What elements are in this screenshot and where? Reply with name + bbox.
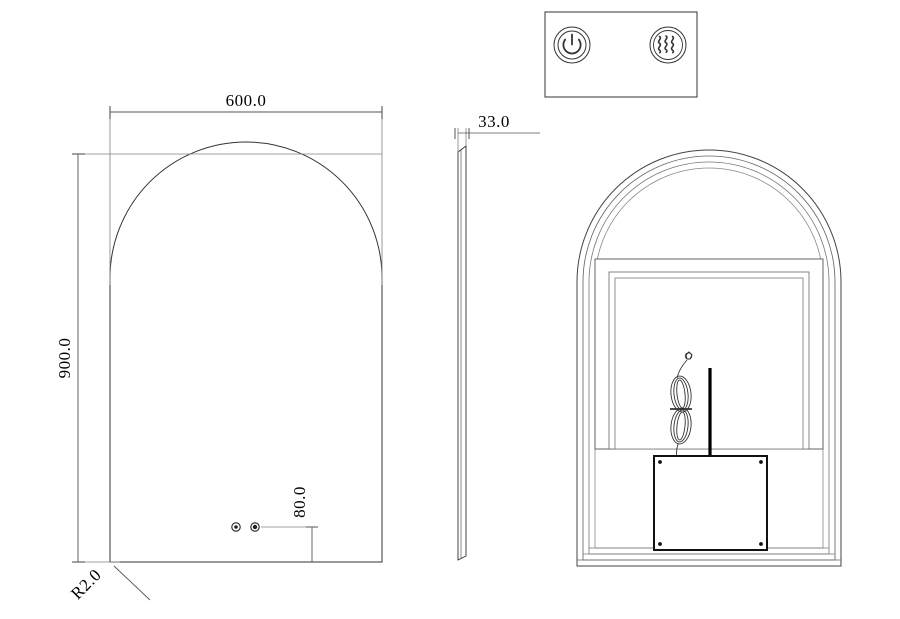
junction-box-screw-bl <box>658 542 662 546</box>
power-button[interactable] <box>553 26 591 64</box>
power-button-inner-ring <box>557 30 587 60</box>
back-view <box>576 149 842 567</box>
junction-box-screw-br <box>759 542 763 546</box>
defogger-button[interactable] <box>649 26 687 64</box>
front-view <box>109 141 383 563</box>
junction-box-screw-tr <box>759 460 763 464</box>
junction-box <box>653 455 768 551</box>
touch-sensor-right <box>250 522 260 532</box>
radius-leader-line <box>113 565 151 601</box>
depth-dimension-label: 33.0 <box>478 112 510 131</box>
junction-box-screw-tl <box>658 460 662 464</box>
power-icon <box>562 33 582 55</box>
power-button-outer-ring <box>553 26 591 64</box>
side-profile-outline <box>457 145 467 561</box>
back-arch-line-3 <box>588 161 830 555</box>
touch-sensor-left <box>231 522 241 532</box>
cable-coil <box>670 351 693 463</box>
junction-box-body <box>653 455 768 551</box>
defogger-button-outer-ring <box>649 26 687 64</box>
front-mirror-outline <box>109 141 383 563</box>
sensor-offset-label: 80.0 <box>290 486 309 518</box>
width-dimension-label: 600.0 <box>226 91 267 110</box>
defogger-button-inner-ring <box>653 30 683 60</box>
control-panel-body <box>544 11 698 98</box>
control-panel-detail <box>544 11 698 98</box>
side-view: 33.0 <box>454 112 540 561</box>
back-arch-line-4 <box>594 167 824 549</box>
back-arch-line-2 <box>582 155 836 561</box>
height-dimension-label: 900.0 <box>55 338 74 379</box>
radius-label: R2.0 <box>67 565 105 603</box>
defogger-icon <box>657 35 675 54</box>
